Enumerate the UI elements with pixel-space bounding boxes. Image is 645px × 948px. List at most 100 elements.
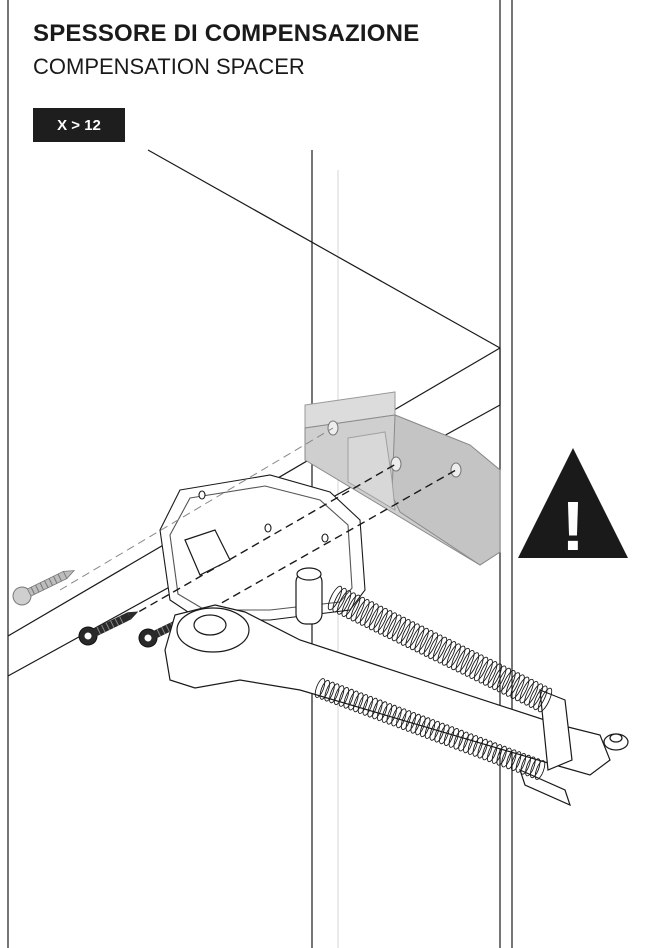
spring-coil — [473, 656, 489, 682]
spring-coil — [519, 678, 534, 704]
spring-coil — [524, 681, 539, 706]
spring-coil — [396, 619, 411, 644]
spring-coil — [520, 754, 531, 775]
spring-coil — [515, 753, 527, 773]
spring-coil — [455, 647, 470, 673]
spring-coil — [319, 679, 331, 700]
spring-coil — [458, 731, 469, 752]
spring-coil — [469, 654, 484, 679]
spring-coil — [505, 672, 521, 697]
spring-coil — [381, 703, 393, 723]
spring-coil — [491, 744, 503, 764]
spring-coil — [448, 728, 460, 748]
spring-coil — [510, 674, 525, 699]
spring-coil — [501, 670, 516, 695]
spring-coil — [467, 735, 479, 755]
spring-coil — [460, 650, 475, 675]
spring-coil — [359, 601, 375, 626]
spring-coil — [443, 726, 455, 746]
spring-coil — [400, 621, 416, 646]
warning-triangle-icon: ! — [518, 448, 628, 565]
spring-coil — [410, 713, 421, 734]
spring-upper — [327, 585, 553, 713]
spring-coil — [441, 641, 457, 666]
spring-coil — [415, 715, 426, 736]
spring-coil — [350, 596, 365, 622]
spring-coil — [353, 692, 364, 713]
spring-coil — [314, 678, 326, 698]
spring-coil — [537, 687, 553, 713]
spring-coil — [451, 645, 466, 671]
spring-coil — [343, 688, 354, 709]
spring-coil — [533, 685, 548, 711]
spring-coil — [341, 592, 356, 617]
spring-coil — [419, 717, 431, 738]
spring-coil — [478, 658, 493, 684]
spring-coil — [368, 605, 384, 631]
spring-coil — [400, 710, 412, 730]
page-subtitle: COMPENSATION SPACER — [33, 54, 305, 79]
spring-coil — [482, 740, 493, 761]
spring-coil — [423, 632, 439, 657]
spring-coil — [437, 638, 452, 664]
condition-badge: X > 12 — [33, 108, 125, 142]
shelf-top-edge — [147, 149, 501, 349]
spring-coil — [414, 627, 429, 653]
spring-coil — [429, 720, 441, 741]
spring-coil — [336, 590, 352, 615]
spring-coil — [477, 738, 488, 759]
spring-coil — [346, 594, 361, 620]
spring-coil — [464, 652, 480, 677]
spring-coil — [396, 708, 407, 729]
spring-coil — [529, 758, 541, 779]
spring-coil — [496, 745, 507, 766]
spring-coil — [496, 667, 512, 693]
spring-coil — [327, 585, 343, 611]
screw-guide-lines — [59, 427, 457, 623]
spring-coil — [391, 616, 407, 642]
spring-coil — [419, 630, 434, 655]
spring-coil — [329, 683, 340, 704]
spring-coil — [338, 687, 350, 707]
spring-coil — [367, 697, 378, 718]
spring-coil — [501, 747, 512, 768]
spring-coil — [391, 706, 402, 727]
spring-coil — [510, 751, 522, 771]
spring-coil — [332, 587, 347, 613]
spring-coil — [424, 719, 436, 739]
spring-coil — [463, 733, 474, 754]
spring-coil — [492, 665, 507, 691]
spring-coil — [453, 729, 464, 750]
spring-coil — [378, 610, 393, 635]
warning-symbol: ! — [561, 487, 584, 565]
spring-coil — [410, 625, 425, 651]
guide-line-1 — [59, 427, 334, 591]
spring-coil — [348, 690, 359, 711]
spring-coil — [515, 676, 530, 702]
page-title: SPESSORE DI COMPENSAZIONE — [33, 20, 420, 47]
hinge-mechanism — [164, 529, 629, 807]
spring-coil — [357, 694, 369, 714]
spring-coil — [405, 712, 417, 732]
compensation-spacer — [304, 391, 501, 566]
spring-coil — [333, 685, 345, 705]
spring-coil — [525, 756, 536, 777]
spring-coil — [528, 683, 544, 708]
spring-coil — [446, 643, 461, 668]
spring-coil — [355, 599, 370, 624]
spring-coil — [364, 603, 379, 628]
spring-coil — [486, 742, 498, 763]
spring-coil — [405, 623, 420, 648]
spring-coil — [382, 612, 397, 637]
spring-lower — [314, 678, 546, 780]
spring-coil — [372, 699, 383, 720]
spring-coil — [534, 760, 546, 780]
spring-coil — [324, 681, 335, 702]
spring-coil — [506, 749, 517, 770]
spring-coil — [387, 614, 402, 640]
spring-coil — [376, 701, 388, 722]
spring-coil — [483, 661, 498, 686]
spring-coil — [373, 607, 388, 633]
spring-coil — [432, 636, 448, 662]
